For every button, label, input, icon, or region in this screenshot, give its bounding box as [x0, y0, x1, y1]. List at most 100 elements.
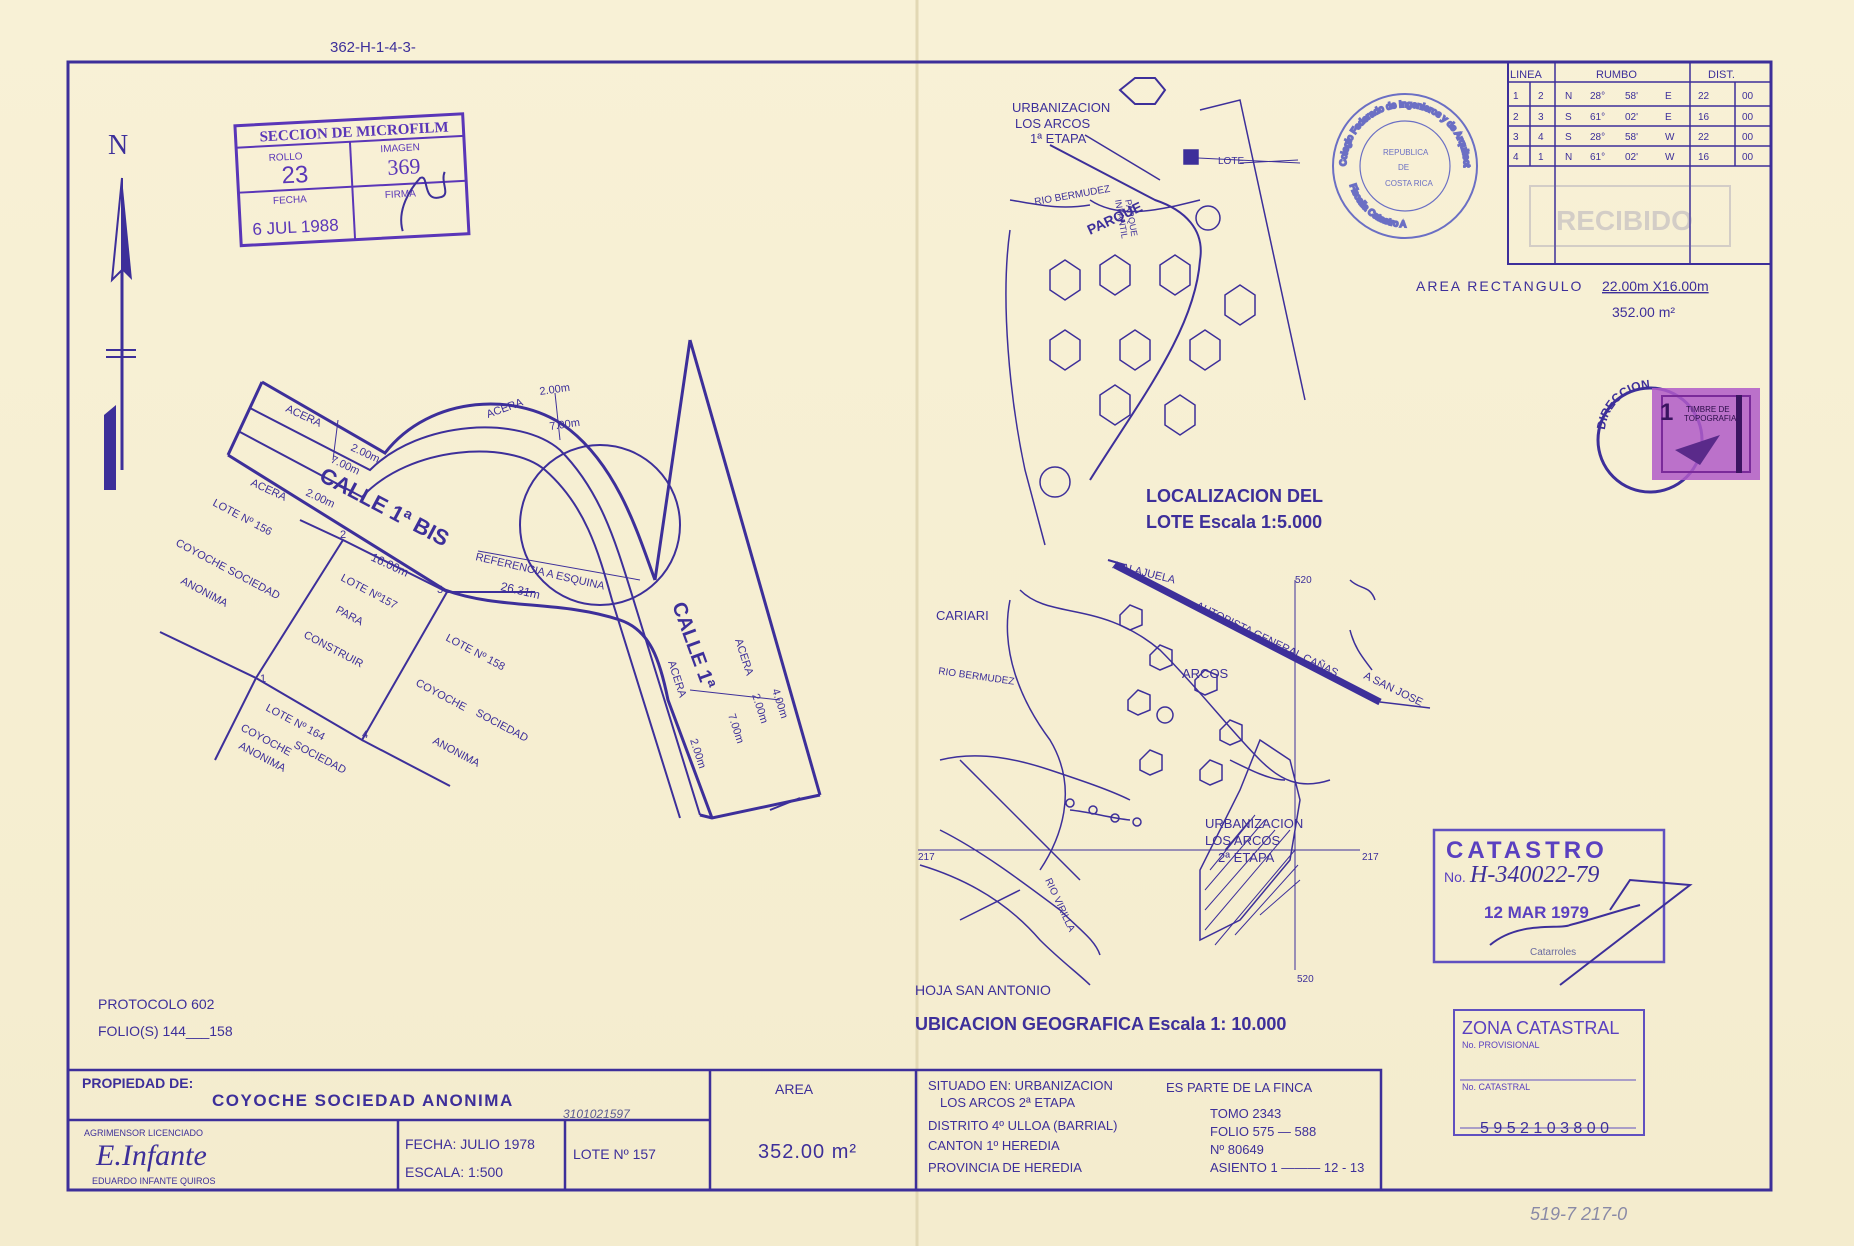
dim-200-e: 2.00m	[749, 692, 770, 725]
zona-digits: 5 9 5 2 1 0 3 8 0 0	[1480, 1120, 1609, 1137]
lot-plan-labels: CALLE 1ª BIS CALLE 1ª ACERA ACERA ACERA …	[174, 382, 790, 777]
distrito: DISTRITO 4º ULLOA (BARRIAL)	[928, 1118, 1117, 1133]
cariari-label: CARIARI	[936, 608, 989, 623]
timbre-label-1: TIMBRE DE	[1686, 405, 1730, 414]
canton: CANTON 1º HEREDIA	[928, 1138, 1060, 1153]
rumbo-cell-r3-c4: 28°	[1590, 132, 1605, 143]
tomo: TOMO 2343	[1210, 1106, 1281, 1121]
rumbo-cell-r2-c7: 16	[1698, 112, 1710, 123]
title-block	[66, 1068, 1383, 1192]
colegio-center-1: REPUBLICA	[1383, 148, 1429, 157]
urb2-line2: LOS ARCOS	[1205, 833, 1280, 848]
rumbo-cell-r3-c8: 00	[1742, 132, 1754, 143]
acera-label-4: ACERA	[732, 637, 755, 677]
lote157-para: PARA	[334, 604, 366, 629]
colegio-seal: Colegio Federado de Ingenieros y de Arqu…	[0, 0, 1478, 239]
microfilm-imagen: 369	[387, 153, 421, 180]
colegio-seal-text2: Fiscalia Catastro A	[1348, 183, 1406, 230]
rumbo-header-linea: LINEA	[1510, 69, 1542, 81]
ubicacion-map	[918, 559, 1431, 986]
rumbo-header-rumbo: RUMBO	[1596, 69, 1637, 81]
lote158-owner: COYOCHE	[414, 677, 469, 714]
rumbo-cell-r1-c5: 58'	[1625, 91, 1638, 102]
localizacion-caption-2: LOTE Escala 1:5.000	[1146, 512, 1322, 532]
microfilm-rollo-label: ROLLO	[268, 151, 303, 164]
numero: Nº 80649	[1210, 1142, 1264, 1157]
situado-1: SITUADO EN: URBANIZACION	[928, 1078, 1113, 1093]
rumbo-cell-r2-c8: 00	[1742, 112, 1754, 123]
catastro-no-label: No.	[1444, 869, 1466, 885]
colegio-center-2: DE	[1398, 163, 1409, 172]
area-rect-total: 352.00 m²	[1612, 304, 1675, 320]
autopista-line	[1113, 561, 1382, 706]
microfilm-date: 6 JUL 1988	[252, 216, 339, 239]
provincia: PROVINCIA DE HEREDIA	[928, 1160, 1082, 1175]
grid-520-bottom: 520	[1297, 974, 1314, 985]
acera-label-3: ACERA	[485, 396, 525, 420]
rumbo-cell-r2-c3: S	[1565, 112, 1572, 123]
rumbo-cell-r3-c3: S	[1565, 132, 1572, 143]
rumbo-cell-r1-c1: 1	[1513, 91, 1519, 102]
referencia-esquina: REFERENCIA A ESQUINA	[474, 551, 606, 593]
dim-2631: 26.31m	[499, 579, 541, 602]
urb1-line1: URBANIZACION	[1012, 100, 1110, 115]
lote157-construir: CONSTRUIR	[302, 629, 365, 670]
rumbo-cell-r1-c4: 28°	[1590, 91, 1605, 102]
protocolo-line1: PROTOCOLO 602	[98, 996, 215, 1012]
localizacion-caption-1: LOCALIZACION DEL	[1146, 486, 1323, 506]
rumbo-cell-r1-c7: 22	[1698, 91, 1710, 102]
grid-217-left: 217	[918, 852, 935, 863]
escala: ESCALA: 1:500	[405, 1164, 503, 1180]
lote158-owner3: ANONIMA	[431, 735, 483, 770]
area-rect-dims: 22.00m X16.00m	[1602, 278, 1709, 294]
situado-2: LOS ARCOS 2ª ETAPA	[940, 1095, 1075, 1110]
zona-provisional: No. PROVISIONAL	[1462, 1040, 1540, 1050]
rumbo-cell-r3-c2: 4	[1538, 132, 1544, 143]
agrimensor-name: EDUARDO INFANTE QUIROS	[92, 1176, 216, 1186]
rumbo-cell-r1-c6: E	[1665, 91, 1672, 102]
rumbo-cell-r2-c6: E	[1665, 112, 1672, 123]
rumbo-cell-r4-c3: N	[1565, 152, 1572, 163]
rumbo-cell-r1-c3: N	[1565, 91, 1572, 102]
catastro-number: H-340022-79	[1469, 862, 1599, 888]
grid-217-right: 217	[1362, 852, 1379, 863]
rumbo-cell-r4-c2: 1	[1538, 152, 1544, 163]
rumbo-header-dist: DIST.	[1708, 69, 1735, 81]
lote156-owner2: ANONIMA	[179, 575, 231, 610]
footer-reference: 519-7 217-0	[1530, 1204, 1627, 1224]
timbre-value: 1	[1660, 399, 1673, 426]
north-arrow: N	[104, 130, 136, 490]
vertex-2: 2	[340, 529, 346, 541]
rumbo-cell-r2-c5: 02'	[1625, 112, 1638, 123]
zona-catastral-label: No. CATASTRAL	[1462, 1082, 1530, 1092]
vertex-3: 3	[437, 584, 443, 596]
rumbo-cell-r1-c2: 2	[1538, 91, 1544, 102]
microfilm-rollo: 23	[281, 161, 309, 189]
rumbo-cell-r4-c5: 02'	[1625, 152, 1638, 163]
catastro-title: CATASTRO	[1446, 837, 1608, 864]
lote-number: LOTE Nº 157	[573, 1146, 656, 1162]
north-arrow-head-icon	[122, 178, 132, 280]
lote164-owner2: SOCIEDAD	[292, 739, 348, 777]
zona-catastral-stamp: ZONA CATASTRAL No. PROVISIONAL No. CATAS…	[1453, 1009, 1645, 1137]
catastro-date: 12 MAR 1979	[1484, 903, 1589, 922]
finca-label: ES PARTE DE LA FINCA	[1166, 1080, 1313, 1095]
grid-520-top: 520	[1295, 575, 1312, 586]
dim-400: 4.00m	[769, 687, 790, 720]
rumbo-cell-r1-c8: 00	[1742, 91, 1754, 102]
lot-plan	[159, 339, 822, 820]
fecha: FECHA: JULIO 1978	[405, 1136, 535, 1152]
vertex-1: 1	[260, 673, 266, 685]
microfilm-fecha-label: FECHA	[273, 194, 308, 207]
area-label: AREA	[775, 1081, 814, 1097]
arcos-label: ARCOS	[1182, 666, 1229, 681]
received-text: RECIBIDO	[1556, 205, 1693, 236]
rumbo-cell-r2-c1: 2	[1513, 112, 1519, 123]
rio-bermudez-geo-label: RIO BERMUDEZ	[938, 666, 1015, 688]
microfilm-firma-label: FIRMA	[385, 188, 417, 201]
sheet-reference: 362-H-1-4-3-	[330, 39, 416, 56]
lote157-title: LOTE Nº157	[339, 572, 399, 612]
rumbo-cell-r4-c7: 16	[1698, 152, 1710, 163]
